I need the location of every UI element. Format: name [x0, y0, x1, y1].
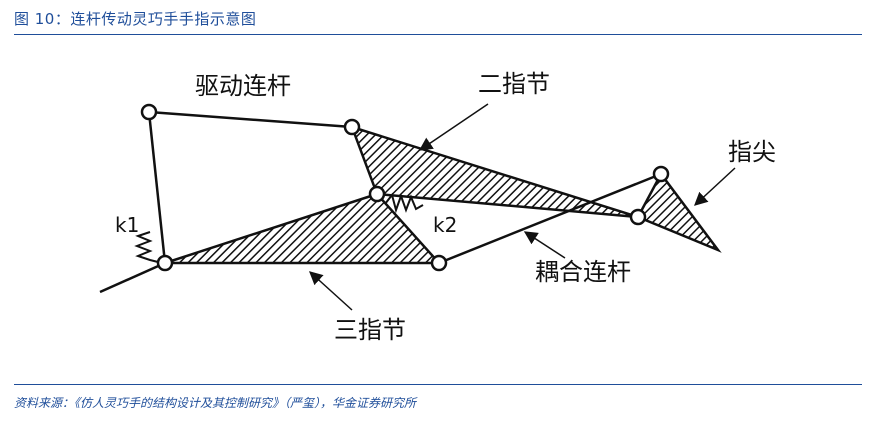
joint-top-middle — [343, 118, 361, 136]
fingertip-shape — [636, 171, 722, 253]
joint-top-left — [140, 103, 158, 121]
coupling-link — [438, 172, 662, 265]
third-phalanx-shape — [164, 192, 442, 265]
spring-k2 — [384, 192, 424, 214]
label-fingertip: 指尖 — [728, 138, 776, 166]
label-k1: k1 — [115, 213, 139, 237]
arrow-third-phalanx — [308, 271, 353, 311]
bottom-divider — [14, 384, 862, 385]
joint-middle — [368, 185, 386, 203]
joint-fingertip-base — [629, 208, 647, 226]
label-third-phalanx: 三指节 — [334, 316, 406, 344]
joint-lower-right — [430, 254, 448, 272]
arrow-fingertip — [694, 167, 736, 206]
source-note: 资料来源：《仿人灵巧手的结构设计及其控制研究》（严玺），华金证券研究所 — [14, 396, 417, 410]
label-coupling-link: 耦合连杆 — [535, 258, 631, 286]
arrow-coupling-link — [523, 231, 566, 259]
spring-k1 — [134, 231, 163, 264]
joint-fingertip-top — [652, 165, 670, 183]
label-k2: k2 — [433, 213, 457, 237]
top-divider — [14, 34, 862, 35]
base-line — [99, 261, 166, 294]
label-drive-link: 驱动连杆 — [195, 72, 291, 100]
arrow-second-phalanx — [418, 103, 489, 151]
drive-link — [148, 110, 353, 129]
label-second-phalanx: 二指节 — [478, 70, 550, 98]
figure-title: 图 10：连杆传动灵巧手手指示意图 — [14, 10, 257, 28]
joint-base — [156, 254, 174, 272]
left-link — [147, 111, 167, 264]
